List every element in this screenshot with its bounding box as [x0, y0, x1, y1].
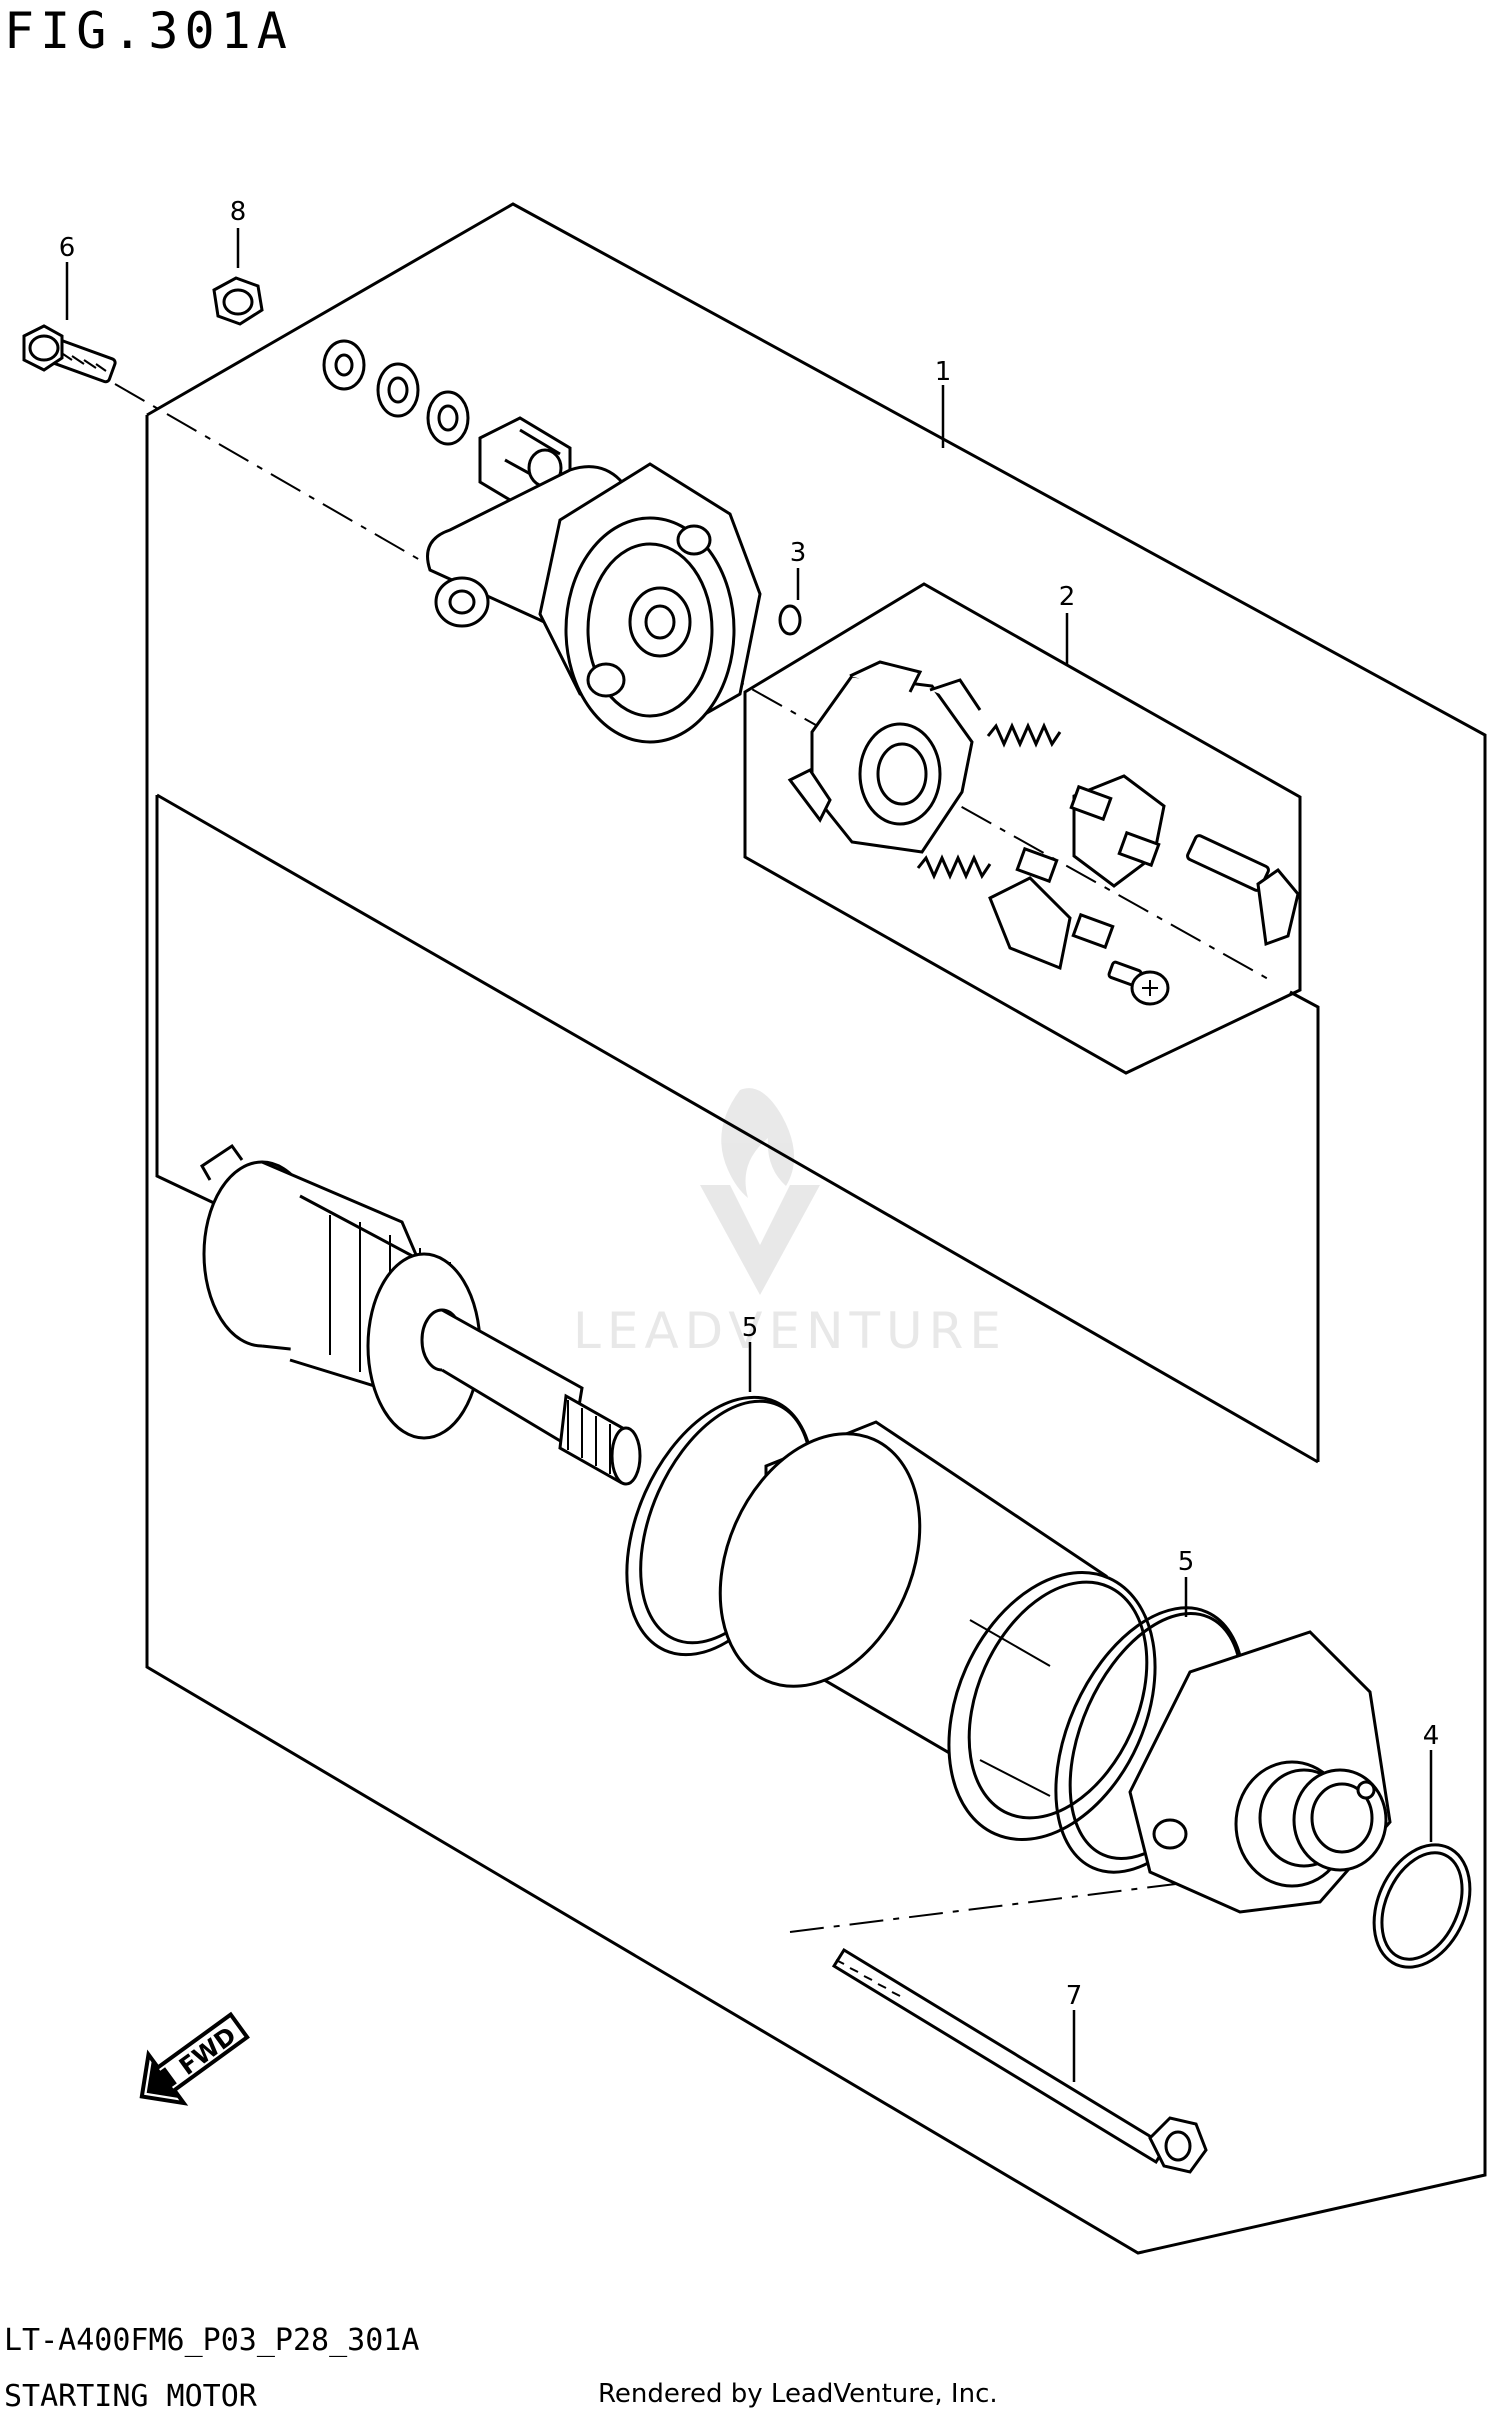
fwd-arrow-icon: FWD — [139, 2011, 250, 2106]
callout-8: 8 — [230, 197, 247, 227]
through-bolt-6 — [831, 1947, 1208, 2174]
brush-holder-outline — [743, 582, 1302, 1075]
callout-5-right: 5 — [1178, 1547, 1195, 1577]
front-cover — [1128, 1630, 1392, 1914]
brushes — [988, 774, 1166, 971]
callout-2: 2 — [1059, 582, 1076, 612]
callout-5-left: 5 — [742, 1313, 759, 1343]
figure-name: STARTING MOTOR — [4, 2379, 257, 2414]
assembly-outline — [145, 202, 1487, 2255]
o-ring-3 — [778, 604, 802, 636]
callout-1: 1 — [935, 357, 952, 387]
figure-code: LT-A400FM6_P03_P28_301A — [4, 2323, 420, 2358]
nut-8 — [212, 276, 264, 326]
leadventure-watermark: LEADVENTURE — [573, 1088, 1007, 1360]
armature — [200, 1143, 642, 1486]
brush-holder-bolt — [1186, 834, 1300, 947]
render-credit: Rendered by LeadVenture, Inc. — [598, 2379, 998, 2409]
figure-title: FIG.301A — [4, 2, 293, 60]
brush-holder-plate — [787, 660, 982, 854]
callout-4: 4 — [1423, 1721, 1440, 1751]
motor-yoke — [718, 1420, 1157, 1841]
o-ring-4 — [1372, 1843, 1472, 1969]
callout-leaders — [65, 228, 1433, 2082]
rear-end-cover — [426, 462, 762, 744]
brush-springs — [916, 722, 1062, 880]
watermark-text: LEADVENTURE — [573, 1302, 1007, 1360]
small-screw — [1107, 960, 1170, 1006]
callout-3: 3 — [790, 538, 807, 568]
callout-7: 6 — [59, 233, 76, 263]
assembly-axes — [114, 383, 1271, 1933]
callout-numbers: 6 8 1 3 2 5 5 4 7 — [59, 197, 1440, 2011]
bolt-7 — [22, 324, 117, 384]
callout-6: 7 — [1066, 1981, 1083, 2011]
end-washers — [322, 339, 470, 446]
